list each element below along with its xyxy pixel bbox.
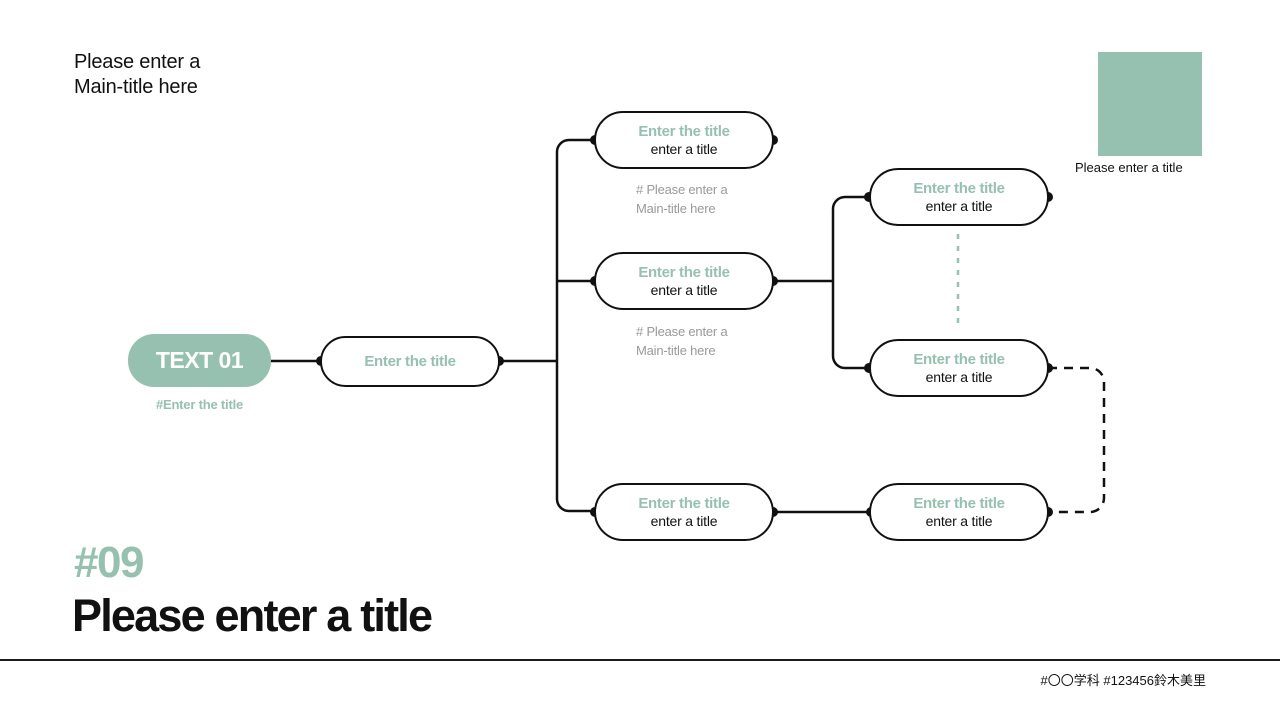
diagram-node-level1[interactable]: Enter the title <box>320 336 500 387</box>
node-subtitle: enter a title <box>650 140 718 157</box>
diagram-node-level2-3[interactable]: Enter the title enter a title <box>594 483 774 541</box>
section-title: Please enter a title <box>72 590 433 641</box>
image-caption: Please enter a title <box>1075 160 1183 175</box>
node-subtitle: enter a title <box>925 368 993 385</box>
node-title: Enter the title <box>913 179 1005 197</box>
node-subtitle: enter a title <box>650 512 718 529</box>
image-placeholder <box>1098 52 1202 156</box>
diagram-node-level3-1[interactable]: Enter the title enter a title <box>869 168 1049 226</box>
diagram-node-level3-2[interactable]: Enter the title enter a title <box>869 339 1049 397</box>
node-subtitle: enter a title <box>925 512 993 529</box>
footer-divider <box>0 659 1280 661</box>
node-title: Enter the title <box>638 494 730 512</box>
node-subtitle: enter a title <box>650 281 718 298</box>
diagram-root-label: TEXT 01 <box>155 347 244 373</box>
diagram-root-node[interactable]: TEXT 01 <box>128 334 271 387</box>
footer-text: #〇〇学科 #123456鈴木美里 <box>1040 673 1206 688</box>
page-title: Please enter a Main-title here <box>74 51 201 98</box>
node-title: Enter the title <box>638 263 730 281</box>
diagram-node-level2-2[interactable]: Enter the title enter a title <box>594 252 774 310</box>
diagram-node-level2-1[interactable]: Enter the title enter a title <box>594 111 774 169</box>
node-title: Enter the title <box>913 350 1005 368</box>
section-number: #09 <box>74 538 144 587</box>
diagram-root-caption: #Enter the title <box>155 397 244 412</box>
diagram-node-level2-2-caption: # Please enter a Main-title here <box>636 324 728 358</box>
node-title: Enter the title <box>913 494 1005 512</box>
node-title: Enter the title <box>638 122 730 140</box>
node-subtitle: enter a title <box>925 197 993 214</box>
node-title: Enter the title <box>364 352 456 370</box>
diagram-node-level3-3[interactable]: Enter the title enter a title <box>869 483 1049 541</box>
diagram-node-level2-1-caption: # Please enter a Main-title here <box>636 182 728 216</box>
